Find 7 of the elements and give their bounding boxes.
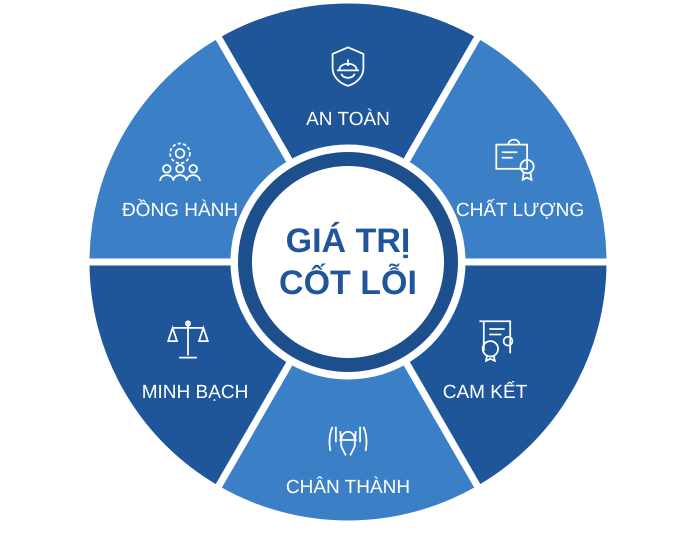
segment-label: CHẤT LƯỢNG [456, 200, 584, 222]
segment-label: CAM KẾT [442, 382, 528, 404]
center-title: GIÁ TRỊ CỐT LỖI [278, 220, 418, 304]
segment-label: CHÂN THÀNH [286, 477, 410, 499]
segment-label: AN TOÀN [306, 109, 390, 131]
segment-label: MINH BẠCH [142, 382, 248, 404]
segment-label: ĐỒNG HÀNH [122, 200, 238, 222]
